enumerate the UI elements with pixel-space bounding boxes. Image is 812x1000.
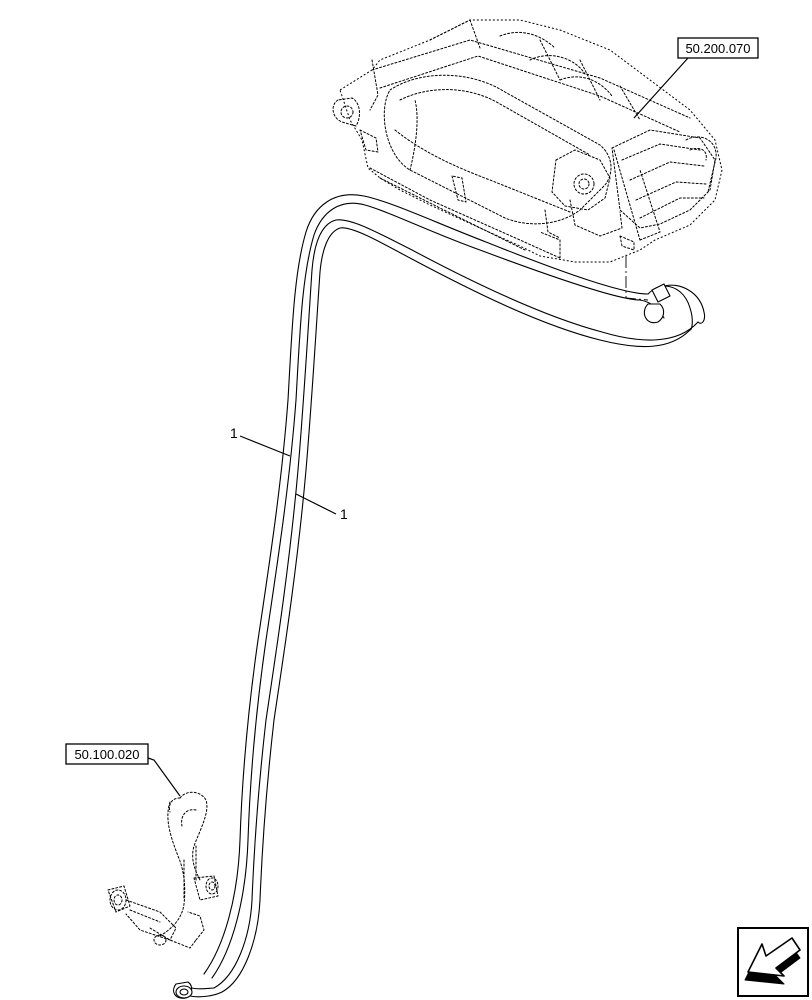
leader-lower xyxy=(147,757,181,797)
callout-hose-b: 1 xyxy=(340,506,348,522)
back-navigation-button[interactable] xyxy=(737,927,809,997)
reference-box-upper[interactable]: 50.200.070 xyxy=(677,37,759,59)
hvac-unit xyxy=(332,19,723,263)
reference-label-lower: 50.100.020 xyxy=(74,747,139,762)
reference-box-lower[interactable]: 50.100.020 xyxy=(65,743,149,765)
leader-upper xyxy=(633,57,689,119)
callout-hose-a: 1 xyxy=(230,425,238,441)
arrow-back-icon xyxy=(744,937,801,985)
engine-pipes xyxy=(107,791,219,949)
coolant-hoses xyxy=(173,194,706,999)
leader-callout-b xyxy=(295,493,337,515)
leader-callout-a xyxy=(239,435,291,457)
reference-label-upper: 50.200.070 xyxy=(685,41,750,56)
